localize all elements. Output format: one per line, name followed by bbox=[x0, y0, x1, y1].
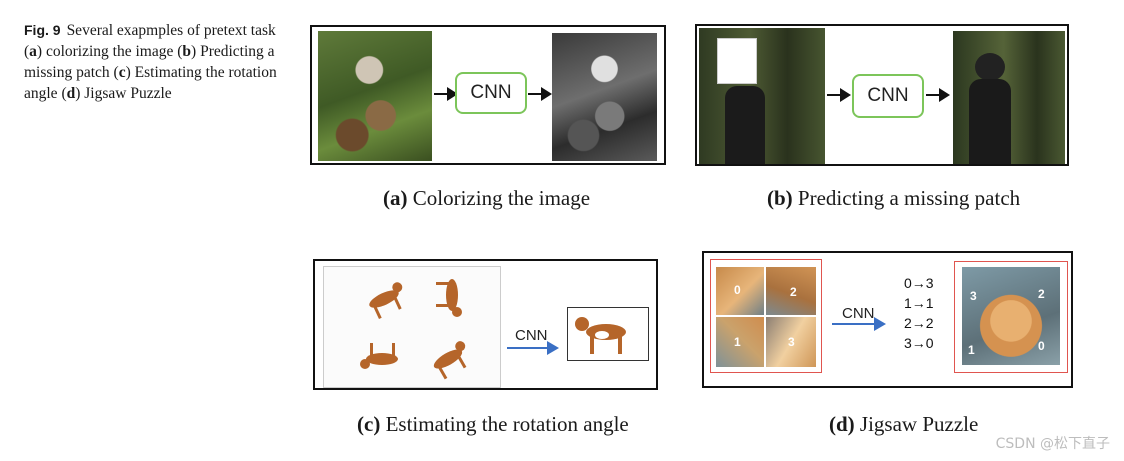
cnn-box-a: CNN bbox=[455, 72, 527, 114]
cnn-box-b: CNN bbox=[852, 74, 924, 118]
jigsaw-tile-0: 0 bbox=[716, 267, 764, 315]
csdn-watermark: CSDN @松下直子 bbox=[995, 436, 1110, 452]
dog-rotated-4 bbox=[433, 341, 467, 380]
wolf-grayscale-image bbox=[552, 33, 657, 161]
arrow-b1 bbox=[827, 88, 851, 102]
archer-silhouette-restored bbox=[975, 53, 1005, 81]
cat-solved-image: 3 2 1 0 bbox=[962, 267, 1060, 365]
arrow-b2 bbox=[926, 88, 950, 102]
dog-rotated-3 bbox=[360, 343, 398, 369]
cnn-label-c: CNN bbox=[515, 327, 548, 344]
rotated-dogs-frame bbox=[323, 266, 501, 388]
arrow-a2 bbox=[528, 87, 552, 101]
arrow-d bbox=[832, 317, 886, 331]
wolf-color-image bbox=[318, 31, 432, 161]
panel-c: CNN bbox=[313, 259, 658, 390]
subcaption-b: (b) Predicting a missing patch bbox=[767, 186, 1021, 210]
subcaption-d: (d) Jigsaw Puzzle bbox=[829, 412, 979, 436]
jigsaw-tile-1: 1 bbox=[716, 317, 764, 367]
shuffled-tiles-box bbox=[710, 259, 822, 373]
permutation-mapping: 0→3 1→1 2→2 3→0 bbox=[904, 275, 934, 351]
cnn-label-d: CNN bbox=[842, 305, 875, 322]
archer-silhouette bbox=[725, 86, 765, 164]
subcaption-c: (c) Estimating the rotation angle bbox=[357, 412, 629, 436]
upright-dog-frame bbox=[567, 307, 649, 361]
arrow-a1 bbox=[434, 87, 458, 101]
jigsaw-tile-3: 3 bbox=[766, 317, 816, 367]
archer-restored-image bbox=[953, 31, 1065, 164]
solved-puzzle-box bbox=[954, 261, 1068, 373]
archer-body bbox=[969, 79, 1011, 164]
dog-rotated-1 bbox=[369, 282, 403, 319]
jigsaw-tile-2: 2 bbox=[766, 267, 816, 315]
figure-label: Fig. 9 bbox=[24, 22, 61, 38]
archer-masked-image bbox=[699, 28, 825, 164]
panel-a: CNN bbox=[310, 25, 666, 165]
upright-dog-illustration bbox=[575, 317, 626, 354]
subcaption-a: (a) Colorizing the image bbox=[383, 186, 591, 210]
missing-patch-square bbox=[717, 38, 757, 84]
rotated-dogs-illustration bbox=[360, 279, 467, 380]
arrow-c bbox=[507, 341, 559, 355]
dog-rotated-2 bbox=[436, 279, 462, 317]
panel-d: 0 2 1 3 CNN 0→3 1→1 2→2 3→0 3 2 1 0 bbox=[702, 251, 1073, 388]
panel-b: CNN bbox=[695, 24, 1069, 166]
